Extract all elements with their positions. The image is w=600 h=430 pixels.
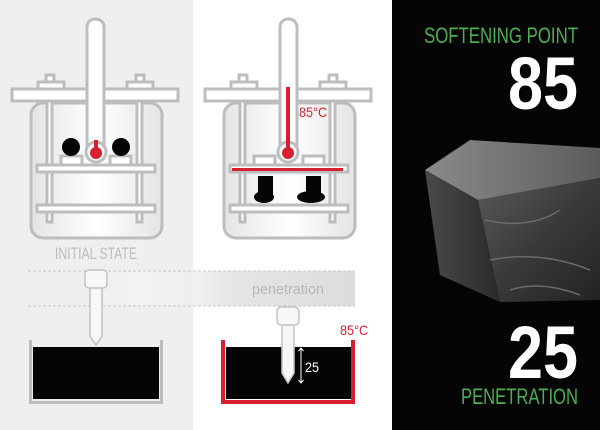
depth-label: 25 <box>305 359 319 375</box>
softening-point-value: 85 <box>508 42 578 125</box>
container-temperature-label: 85°C <box>340 322 368 338</box>
initial-state-label: INITIAL STATE <box>55 244 137 263</box>
needle-penetrated-icon <box>276 306 300 385</box>
ball-icon <box>62 138 130 156</box>
thermometer-low-icon <box>90 140 102 159</box>
thermometer-hot-icon <box>232 87 343 171</box>
penetration-title: PENETRATION <box>461 384 578 409</box>
bitumen-block-image <box>425 140 600 302</box>
sample-container-initial <box>29 340 163 404</box>
needle-icon <box>84 269 108 347</box>
softening-point-title: SOFTENING POINT <box>424 23 578 48</box>
penetration-value: 25 <box>508 311 578 394</box>
penetration-band-label: penetration <box>252 281 324 298</box>
ring-and-ball-apparatus-initial <box>10 17 180 240</box>
dropped-ball-icon <box>254 176 325 203</box>
depth-arrow-icon <box>298 347 304 384</box>
heated-temperature-label: 85°C <box>299 104 327 120</box>
penetration-band <box>100 271 355 306</box>
